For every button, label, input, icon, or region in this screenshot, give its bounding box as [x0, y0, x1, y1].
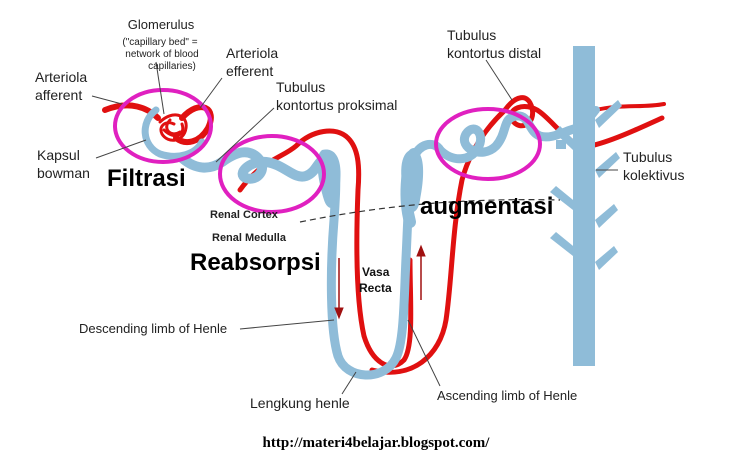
vasa-recta-label-1: Vasa	[362, 265, 390, 279]
glomerulus-title: Glomerulus	[128, 17, 195, 32]
augmentasi-label: augmentasi	[420, 193, 553, 220]
arteriola-afferent-label-1: Arteriola	[35, 69, 87, 85]
ascending-limb-label: Ascending limb of Henle	[437, 388, 577, 403]
filtrasi-label: Filtrasi	[107, 165, 186, 192]
cortex-medulla-boundary	[299, 199, 561, 223]
connecting-tubule	[574, 106, 600, 132]
efferent-arteriole-and-capillaries	[173, 104, 214, 146]
descending-limb-label: Descending limb of Henle	[79, 321, 227, 336]
highlight-circles	[113, 88, 542, 214]
glomerulus-note-1: ("capillary bed" =	[122, 37, 197, 48]
distal-arteriole-tangle	[502, 95, 665, 149]
tubulus-distal-label-1: Tubulus	[447, 27, 496, 43]
leader-lines	[91, 59, 618, 395]
arteriola-efferent-label-2: efferent	[226, 63, 273, 79]
kapsul-bowman-label-2: bowman	[37, 165, 90, 181]
glomerulus-note-3: capillaries)	[148, 61, 196, 72]
vasa-recta-label-2: Recta	[359, 281, 392, 295]
kapsul-bowman-label-1: Kapsul	[37, 147, 80, 163]
descending-limb	[325, 139, 445, 380]
source-url: http://materi4belajar.blogspot.com/	[263, 435, 491, 451]
collecting-duct	[550, 46, 622, 366]
renal-medulla-label: Renal Medulla	[212, 232, 287, 244]
distal-convoluted-tubule	[435, 111, 583, 164]
arteriola-afferent-label-2: afferent	[35, 87, 82, 103]
peritubular-capillary	[237, 128, 414, 369]
tubulus-kolektivus-label-1: Tubulus	[623, 149, 672, 165]
arteriola-efferent-label-1: Arteriola	[226, 45, 278, 61]
tubulus-distal-label-2: kontortus distal	[447, 45, 541, 61]
filtration-highlight	[113, 88, 213, 164]
tubulus-kolektivus-label-2: kolektivus	[623, 167, 684, 183]
proximal-convoluted-tubule	[177, 147, 335, 184]
blood-return-right	[594, 102, 666, 112]
reabsorption-highlight	[218, 134, 326, 214]
glomerulus-note-2: network of blood	[125, 49, 198, 60]
lengkung-henle-label: Lengkung henle	[250, 395, 350, 411]
bowman-capsule	[141, 106, 206, 160]
reabsorpsi-label: Reabsorpsi	[190, 249, 321, 276]
ascending-bulb	[401, 149, 424, 212]
flow-arrows	[334, 244, 426, 320]
arrow-down-head	[334, 307, 344, 320]
renal-cortex-label: Renal Cortex	[210, 209, 279, 221]
tubulus-proksimal-label-2: kontortus proksimal	[276, 97, 397, 113]
tubulus-proksimal-label-1: Tubulus	[276, 79, 325, 95]
augmentation-highlight	[434, 107, 542, 181]
arrow-up-head	[416, 244, 426, 257]
afferent-arteriole	[102, 102, 161, 121]
